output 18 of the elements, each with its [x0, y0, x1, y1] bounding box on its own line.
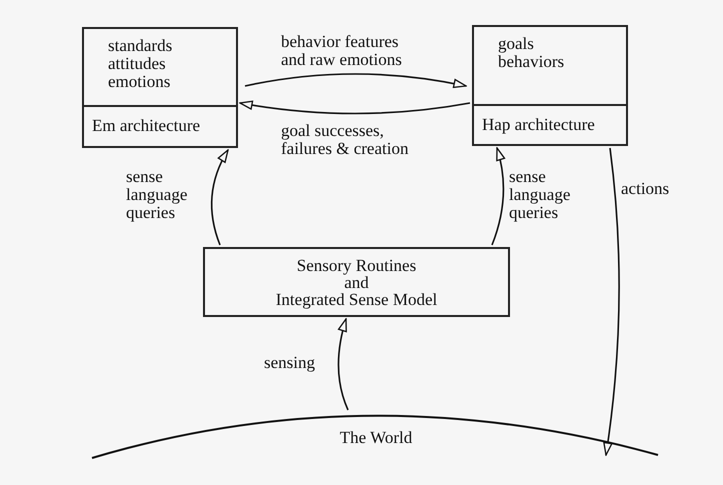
arrow — [338, 318, 349, 410]
architecture-box — [472, 25, 628, 146]
arrow — [239, 100, 470, 114]
architecture-box — [82, 27, 238, 148]
component-list: goals behaviors — [498, 35, 564, 71]
box-text: Sensory Routines — [296, 256, 416, 274]
arrow — [244, 73, 467, 88]
box-text: and — [344, 274, 369, 290]
process-box — [203, 247, 510, 317]
architecture-title: Em architecture — [92, 117, 200, 135]
arrow — [210, 149, 229, 246]
world-label: The World — [340, 429, 412, 447]
component-list: standards attitudes emotions — [108, 37, 172, 91]
box-text: Integrated Sense Model — [276, 290, 438, 308]
architecture-title: Hap architecture — [482, 116, 595, 134]
arrow — [603, 148, 620, 456]
edge-label: sensing — [263, 354, 316, 372]
arrow — [491, 147, 505, 246]
